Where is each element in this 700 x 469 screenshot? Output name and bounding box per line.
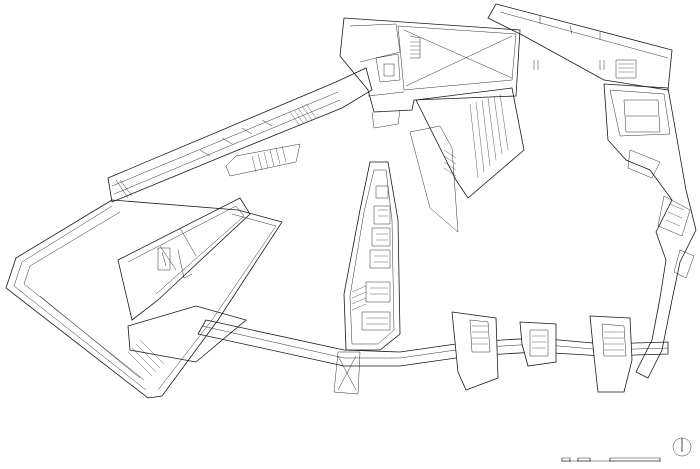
- northeast-block: [487, 3, 673, 91]
- west-wedge-wing: [5, 199, 283, 399]
- central-service-core: [333, 161, 401, 395]
- raked-seating: [409, 87, 525, 233]
- south-pavilions: [451, 311, 633, 393]
- north-arrow-icon: [672, 437, 692, 457]
- scale-bar-icon: [561, 457, 661, 462]
- northwest-gallery-wing: [107, 67, 373, 203]
- central-triangular-hall: [117, 197, 251, 363]
- east-wing: [603, 83, 697, 379]
- north-entrance-block: [339, 17, 521, 129]
